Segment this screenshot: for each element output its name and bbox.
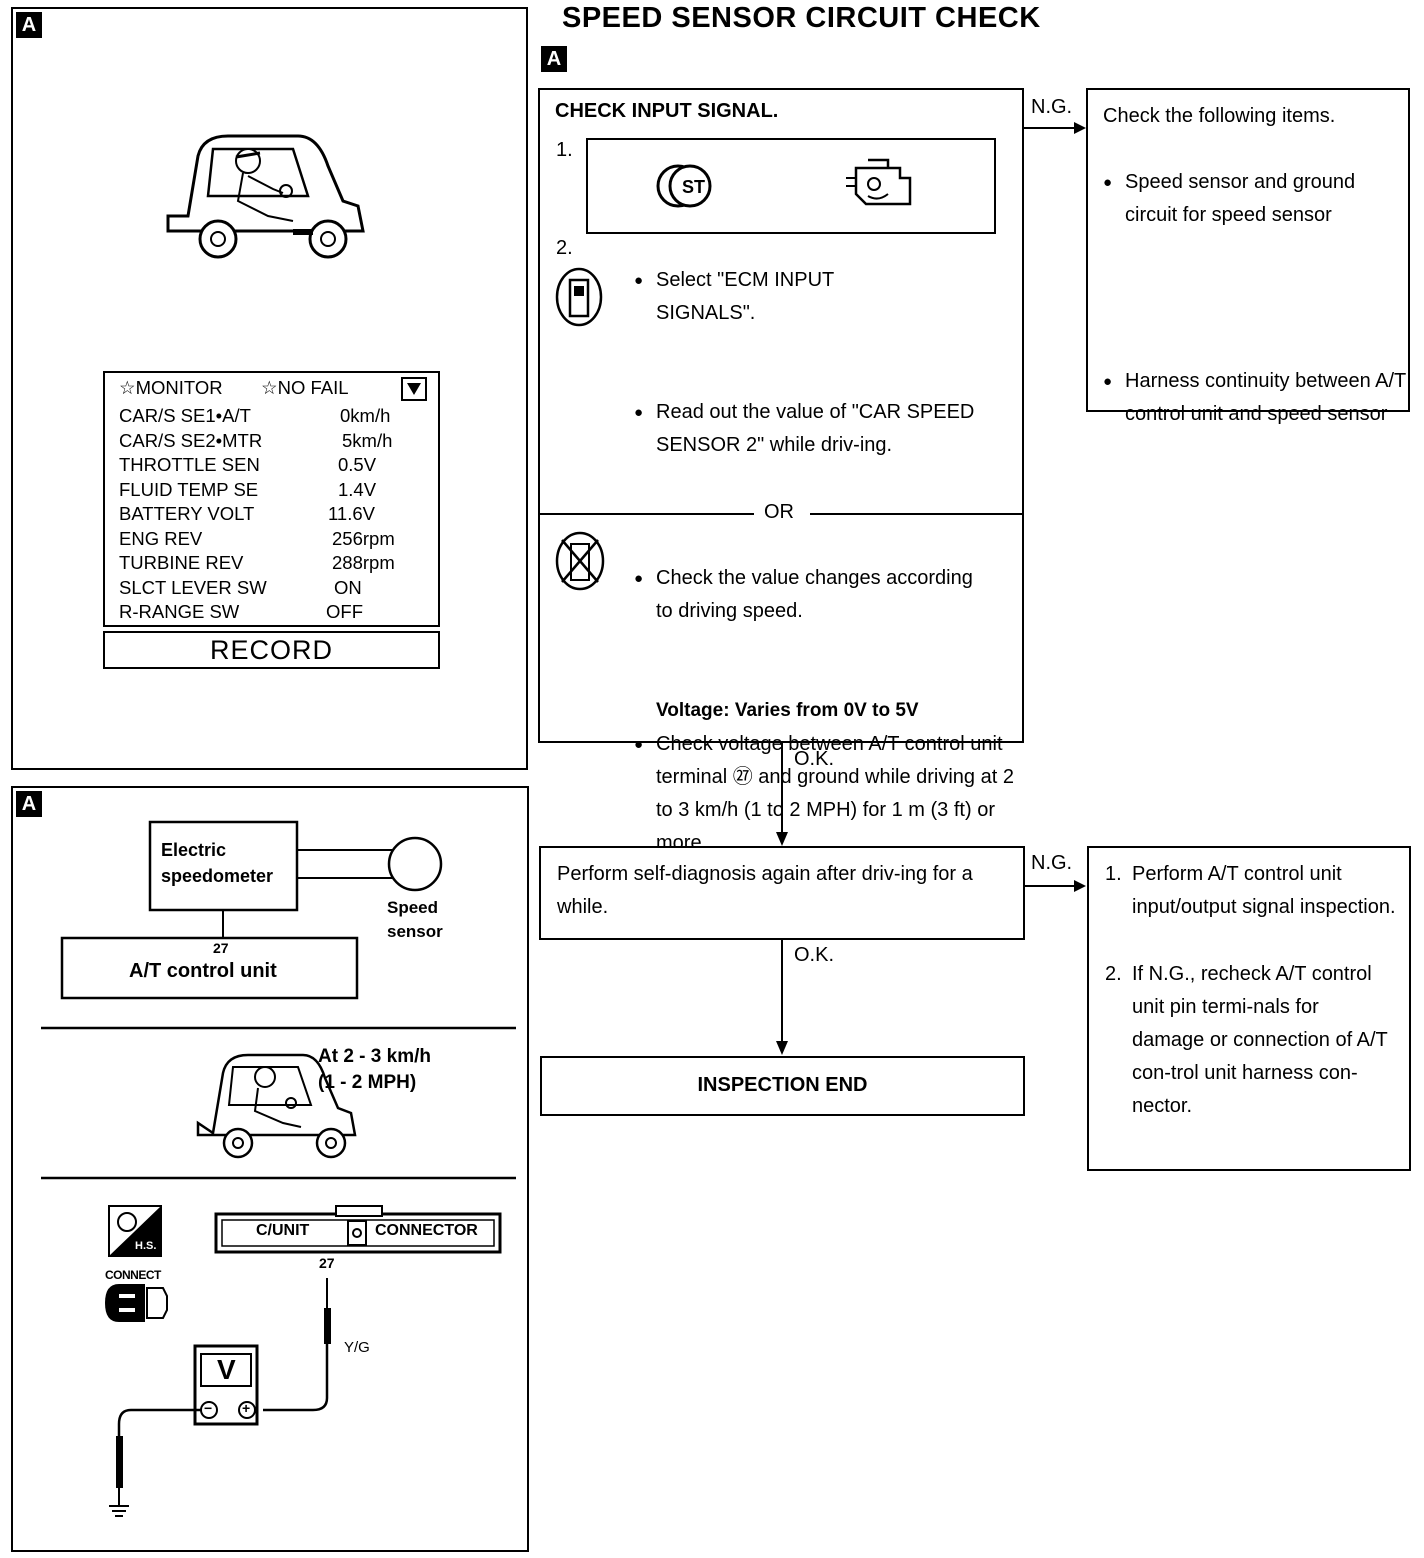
step2-text: Perform self-diagnosis again after driv-… [557, 863, 973, 918]
engine-icon [846, 158, 912, 206]
ng2-label: N.G. [1031, 852, 1073, 874]
scroll-down-icon[interactable] [401, 377, 427, 401]
ok2-label: O.K. [794, 944, 835, 966]
panel-badge: A [16, 12, 42, 38]
ng2-item1-num: 1. [1105, 863, 1122, 885]
wire-color-label: Y/G [344, 1339, 370, 1356]
monitor-row-value: 0.5V [338, 454, 377, 475]
ok2-arrow [776, 939, 788, 1055]
terminal-label-top: 27 [213, 940, 229, 956]
ng2-item1: Perform A/T control unit input/output si… [1132, 863, 1396, 918]
monitor-row-value: 288rpm [332, 552, 395, 573]
monitor-row-value: 0km/h [340, 405, 391, 426]
cunit-label: C/UNIT [256, 1222, 310, 1239]
monitor-row-value: 5km/h [342, 429, 393, 451]
monitor-header-right: ☆NO FAIL [261, 377, 349, 398]
monitor-row-value: OFF [326, 601, 363, 622]
speed-sensor-icon [387, 836, 443, 892]
step1-num1: 1. [556, 139, 573, 161]
page-title: SPEED SENSOR CIRCUIT CHECK [562, 2, 1041, 34]
or-divider-left [540, 513, 754, 515]
step1-bullet1: Select "ECM INPUT SIGNALS". [634, 264, 906, 330]
meter-minus: − [204, 1400, 213, 1416]
step2-box: Perform self-diagnosis again after driv-… [539, 846, 1025, 940]
no-tester-icon [555, 531, 605, 591]
record-button[interactable]: RECORD [103, 631, 440, 669]
step1-voltage: Voltage: Varies from 0V to 5V [656, 700, 919, 721]
ok1-arrow [776, 742, 788, 846]
control-unit-label: A/T control unit [129, 960, 277, 982]
or-label: OR [764, 501, 794, 523]
monitor-row-label: FLUID TEMP SE [119, 478, 259, 500]
panel-badge-2: A [16, 791, 42, 817]
ng1-arrow [1022, 122, 1086, 134]
monitor-row-label: CAR/S SE2•MTR [119, 429, 263, 451]
consult-tester-icon [555, 267, 603, 327]
inspection-end-label: INSPECTION END [697, 1074, 868, 1096]
connector-label: CONNECTOR [375, 1222, 478, 1239]
sensor-label-2: sensor [387, 922, 443, 941]
section-badge: A [541, 46, 567, 72]
terminal-label-bottom: 27 [319, 1255, 335, 1271]
ng2-item2-num: 2. [1105, 963, 1122, 985]
monitor-row-label: TURBINE REV [119, 552, 244, 573]
monitor-row-label: ENG REV [119, 527, 203, 549]
record-button-label: RECORD [209, 635, 333, 665]
consult-st-icon: ST [656, 164, 712, 208]
hs-label: H.S. [135, 1240, 157, 1252]
ng2-box: 1. Perform A/T control unit input/output… [1087, 846, 1411, 1171]
speedometer-label-1: Electric [161, 840, 227, 860]
monitor-row-value: 256rpm [332, 527, 395, 549]
monitor-row-label: R-RANGE SW [119, 601, 240, 622]
meter-plus: + [242, 1400, 251, 1416]
monitor-header-left: ☆MONITOR [119, 377, 223, 398]
sensor-label-1: Speed [387, 898, 439, 917]
ng1-label: N.G. [1031, 96, 1073, 118]
connect-label: CONNECT [105, 1268, 161, 1282]
ng1-intro: Check the following items. [1103, 105, 1336, 127]
ng1-item2: Harness continuity between A/T control u… [1103, 365, 1415, 431]
speed-note-2: (1 - 2 MPH) [318, 1072, 417, 1093]
ng1-item1: Speed sensor and ground circuit for spee… [1103, 166, 1365, 232]
or-divider-right [810, 513, 1022, 515]
ng1-box: Check the following items. Speed sensor … [1086, 88, 1410, 425]
step1-num2: 2. [556, 237, 573, 259]
monitor-row-value: 11.6V [328, 503, 375, 524]
car-driver-icon [166, 134, 365, 259]
connect-plug-icon [105, 1284, 168, 1322]
ok1-label: O.K. [794, 748, 835, 770]
monitor-row-label: THROTTLE SEN [119, 454, 260, 475]
monitor-row-value: 1.4V [338, 478, 377, 500]
step1-bullet3: Check the value changes according to dri… [634, 562, 986, 628]
voltmeter-icon [193, 1344, 259, 1426]
step1-bullet2: Read out the value of "CAR SPEED SENSOR … [634, 396, 1018, 462]
monitor-row-value: ON [334, 576, 362, 598]
wiring-diagram [41, 820, 516, 1517]
ng2-item2: If N.G., recheck A/T control unit pin te… [1132, 963, 1388, 1117]
step1-heading: CHECK INPUT SIGNAL. [555, 100, 779, 122]
hs-icon [108, 1205, 162, 1257]
ng2-arrow [1024, 880, 1086, 892]
wiring-panel: A [11, 786, 529, 1552]
speedometer-label-2: speedometer [161, 866, 274, 886]
step1-bullet4: Check voltage between A/T control unit t… [634, 728, 1036, 860]
speed-note-1: At 2 - 3 km/h [318, 1046, 431, 1067]
meter-label: V [217, 1354, 236, 1385]
cunit-connector-icon [214, 1205, 502, 1254]
svg-text:ST: ST [682, 177, 705, 197]
monitor-row-label: CAR/S SE1•A/T [119, 405, 251, 426]
car-driver-small-icon [196, 1053, 357, 1159]
step1-icons-frame: ST [586, 138, 996, 234]
monitor-row-label: BATTERY VOLT [119, 503, 255, 524]
ground-icon [109, 1505, 129, 1517]
monitor-row-label: SLCT LEVER SW [119, 576, 267, 598]
step1-box: CHECK INPUT SIGNAL. 1. ST 2. Select "ECM… [538, 88, 1024, 854]
inspection-end-box: INSPECTION END [540, 1056, 1025, 1116]
